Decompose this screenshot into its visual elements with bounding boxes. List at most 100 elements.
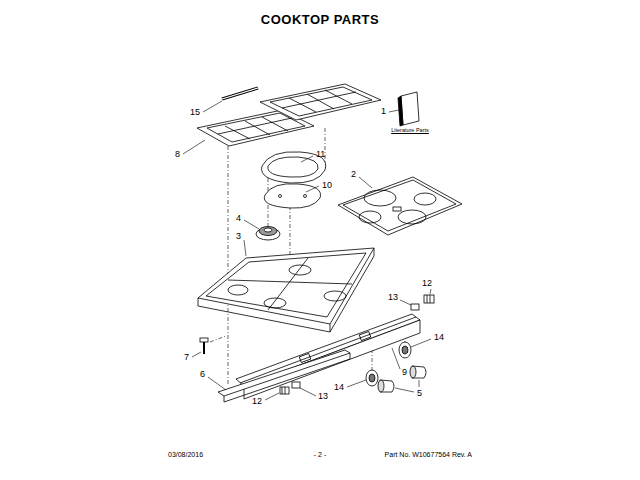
screw bbox=[203, 342, 205, 354]
grate-rod bbox=[222, 88, 258, 99]
grate bbox=[197, 84, 381, 146]
glass-cooktop bbox=[338, 177, 462, 235]
callout-number: 10 bbox=[322, 181, 332, 191]
leader-line bbox=[244, 220, 259, 229]
callout-number: 14 bbox=[434, 333, 444, 343]
grate bbox=[282, 92, 356, 108]
callout-number: 2 bbox=[351, 170, 356, 180]
ignitor-switch bbox=[285, 387, 286, 394]
callout-number: 6 bbox=[200, 370, 205, 380]
leader-line bbox=[203, 101, 222, 112]
cooktop-tray bbox=[264, 298, 286, 308]
leader-line bbox=[411, 339, 431, 347]
part-number: Part No. W10677564 Rev. A bbox=[385, 451, 472, 459]
control-knob bbox=[379, 380, 395, 392]
control-panel bbox=[299, 353, 310, 362]
grate-rod bbox=[222, 88, 258, 99]
callout-number: 5 bbox=[417, 389, 422, 399]
assembly-line bbox=[228, 146, 229, 384]
grate bbox=[260, 84, 381, 120]
leader-line bbox=[395, 388, 414, 392]
assembly-line bbox=[210, 336, 226, 342]
leader-line bbox=[265, 393, 279, 400]
callout-number: 13 bbox=[388, 293, 398, 303]
side-rail bbox=[218, 350, 350, 396]
knob-bezel bbox=[369, 374, 375, 382]
burner bbox=[259, 227, 277, 236]
leader-line bbox=[306, 186, 319, 192]
griddle bbox=[279, 195, 282, 198]
ignitor-switch bbox=[430, 295, 431, 303]
leader-line bbox=[244, 240, 246, 256]
control-knob bbox=[378, 380, 384, 392]
cooktop-tray bbox=[198, 298, 199, 306]
cooktop-tray bbox=[206, 253, 366, 317]
burner bbox=[264, 228, 272, 232]
page-number: - 2 - bbox=[314, 451, 326, 459]
side-rail bbox=[224, 359, 350, 402]
callout-number: 1 bbox=[381, 107, 386, 117]
griddle bbox=[264, 184, 320, 208]
control-knob bbox=[411, 366, 427, 378]
leader-line bbox=[389, 110, 399, 112]
callout-number: 13 bbox=[318, 392, 328, 402]
callout-number: 9 bbox=[402, 368, 407, 378]
screw bbox=[200, 338, 208, 354]
leader-line bbox=[192, 352, 201, 357]
callout-number: 12 bbox=[252, 397, 262, 407]
ignitor-switch bbox=[280, 387, 289, 394]
ignitor-switch bbox=[427, 295, 428, 303]
cooktop-tray bbox=[198, 248, 374, 324]
glass-cooktop bbox=[338, 177, 462, 235]
grate-rod bbox=[222, 88, 258, 99]
glass-cooktop bbox=[359, 211, 381, 223]
knob-bezel bbox=[402, 346, 408, 354]
control-panel bbox=[359, 331, 370, 340]
side-rail bbox=[224, 396, 225, 402]
ignitor-switch bbox=[411, 304, 419, 310]
cooktop-tray bbox=[228, 285, 248, 295]
ignitor-switch bbox=[292, 382, 300, 388]
side-rail bbox=[350, 353, 351, 359]
cooktop-tray bbox=[374, 248, 375, 256]
callout-number: 8 bbox=[175, 150, 180, 160]
cooktop-tray bbox=[228, 280, 352, 284]
callout-number: 7 bbox=[184, 353, 189, 363]
callout-number: 3 bbox=[236, 232, 241, 242]
cooktop-tray bbox=[198, 248, 374, 332]
knob-bezel bbox=[366, 342, 411, 386]
grate bbox=[245, 121, 270, 135]
grate bbox=[218, 118, 292, 134]
glass-cooktop bbox=[343, 180, 456, 231]
cooktop-tray bbox=[198, 256, 374, 332]
leader-line bbox=[400, 300, 411, 305]
callout-number: 15 bbox=[190, 108, 200, 118]
grate bbox=[325, 90, 352, 104]
ignitor-switch bbox=[424, 295, 434, 303]
callout-number: 4 bbox=[236, 214, 241, 224]
leader-line bbox=[183, 140, 205, 154]
literature-book bbox=[398, 92, 419, 126]
leader-line bbox=[208, 377, 226, 390]
page-title: COOKTOP PARTS bbox=[261, 13, 379, 27]
literature-book bbox=[398, 96, 403, 126]
griddle bbox=[262, 152, 326, 208]
ignitor-switch bbox=[280, 295, 434, 394]
callout-number: 12 bbox=[422, 279, 432, 289]
leader-line bbox=[347, 380, 366, 387]
side-rail bbox=[218, 350, 350, 402]
leader-line bbox=[300, 388, 316, 396]
knob-bezel bbox=[399, 342, 411, 358]
leader-line bbox=[301, 156, 313, 162]
cooktop-tray bbox=[268, 258, 308, 310]
glass-cooktop bbox=[364, 190, 396, 206]
knob-bezel bbox=[366, 370, 378, 386]
grate bbox=[289, 98, 316, 112]
literature-label: Literature Parts bbox=[391, 127, 429, 133]
leader-line bbox=[183, 101, 431, 400]
cooktop-tray bbox=[289, 265, 311, 275]
leader-line bbox=[359, 177, 372, 188]
griddle bbox=[304, 195, 307, 198]
leader-line bbox=[419, 380, 420, 387]
